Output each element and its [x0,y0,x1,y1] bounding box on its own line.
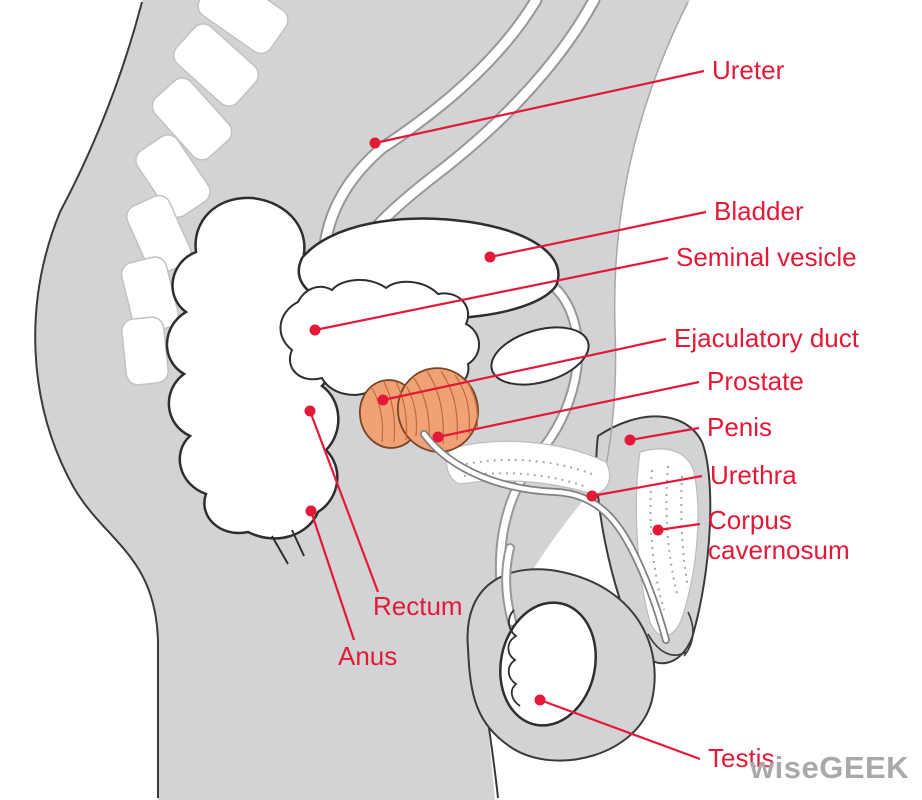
spine [120,0,289,386]
label-testis: Testis [708,743,775,773]
rectum-leader-line [308,410,380,593]
prostate-pointer [432,380,700,443]
testis-marker-dot [534,694,546,706]
label-bladder: Bladder [714,196,804,226]
ureter-pointer [369,69,705,149]
pointers [304,69,707,761]
testis-leader-line [539,698,701,761]
label-ejaculatory-duct: Ejaculatory duct [674,323,859,353]
label-anus: Anus [338,641,398,671]
back-buttock-contour [34,1,159,798]
urethra [420,430,670,644]
stipple-line [649,469,665,611]
penis-marker-dot [624,434,636,446]
seminal-vesicle-marker-dot [309,324,321,336]
rectum-pointer [304,405,380,593]
bladder-pointer [484,210,707,263]
penis-pointer [624,426,700,446]
vertebra [135,134,211,218]
label-corpus-cavernosum: Corpus cavernosum [708,505,850,565]
spermatic-cord [501,543,517,627]
vertebra [121,316,169,386]
seminal-vesicle-leader-line [314,256,669,332]
ureter-marker-dot [369,137,381,149]
vertebra [173,23,259,107]
prostate-marker-dot [432,431,444,443]
watermark: wiseGEEK [750,750,910,785]
testis-shape [499,601,597,727]
ejaculatory-duct-leader-line [382,337,667,402]
stipple-line [465,458,593,475]
anus-pointer [305,505,356,641]
corpus-cavernosum-leader-line [657,522,701,532]
front-body-contour [603,1,689,477]
prostate-leader-line [437,380,700,439]
ejaculatory-duct-pointer [377,337,667,406]
urethra-marker-dot [586,490,598,502]
urethra-pointer [586,474,703,502]
label-penis: Penis [707,412,773,442]
seminal-vesicle-pointer [309,256,669,336]
ureter-leader-line [374,69,705,145]
penis-leader-line [629,426,700,442]
ejaculatory-duct-marker-dot [377,394,389,406]
prostate [358,367,480,453]
epididymis-squiggle [507,609,521,707]
corpus-cavernosum-marker-dot [652,524,664,536]
vertebra [197,0,289,55]
urethra-tube-inner [421,431,669,643]
corpus-cavernosum-pointer [652,522,701,536]
bladder-leader-line [489,210,707,259]
testis [499,601,597,727]
label-rectum: Rectum [373,591,463,621]
label-seminal-vesicle: Seminal vesicle [676,242,857,272]
anal-canal-lines [271,529,305,565]
pubic-shape [490,326,590,386]
vertebra [126,194,192,276]
anus-marker-dot [305,505,317,517]
testis-pointer [534,694,701,761]
vas-deferens-tube-inner [496,274,582,634]
vertebra [151,77,233,161]
vas-deferens [494,272,584,636]
rectum-marker-dot [304,405,316,417]
glans-lines [647,611,694,657]
anus-leader-line [309,510,356,641]
label-prostate: Prostate [707,366,804,396]
label-ureter: Ureter [712,55,785,85]
bladder-marker-dot [484,251,496,263]
label-urethra: Urethra [710,460,797,490]
prostate-lobe-right [396,367,480,453]
urethra-leader-line [591,474,703,498]
ureter-tube-inner [319,0,541,257]
